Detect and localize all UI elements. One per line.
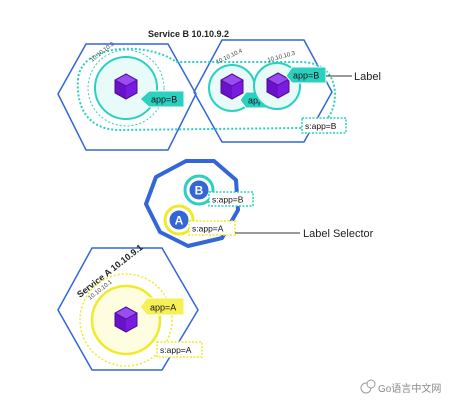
service-a-selector-box	[156, 341, 203, 358]
selector-b: s:app=B	[212, 195, 244, 205]
pod-label-tag-a	[139, 297, 185, 316]
selector-group: B s:app=B A s:app=A Label Selector	[144, 159, 374, 248]
node-hexagon-service-a	[57, 247, 199, 371]
service-a-badge-ring	[163, 204, 195, 236]
label-selector-callout: Label Selector	[303, 228, 374, 240]
node-hexagon-left	[57, 43, 197, 151]
watermark: Go语言中文网	[360, 379, 441, 395]
service-b-selector: s:app=B	[305, 121, 337, 131]
service-a-selector: s:app=A	[160, 345, 192, 355]
service-b-group: Service B 10.10.9.2 10.10.10.2 app=B 10.…	[57, 29, 381, 151]
selector-b-box	[208, 191, 254, 207]
pod-label-3: app=B	[293, 71, 319, 81]
pod-cube-1	[114, 73, 138, 100]
service-a-group: Service A 10.10.9.1 10.10.10.1 app=A s:a…	[57, 242, 203, 371]
service-a-boundary	[79, 273, 173, 367]
service-b-badge-letter: B	[195, 184, 204, 198]
service-a-badge-letter: A	[175, 214, 184, 228]
service-b-badge-ring	[183, 174, 215, 206]
node-hexagon-right	[193, 39, 333, 143]
service-b-title: Service B 10.10.9.2	[148, 29, 229, 39]
pod-cube-a	[114, 306, 138, 333]
pod-label-1: app=B	[151, 95, 177, 105]
pod-label-tag-1	[139, 90, 185, 108]
watermark-text: Go语言中文网	[378, 382, 441, 395]
selector-a: s:app=A	[192, 224, 224, 234]
wechat-icon-bubble	[366, 379, 376, 389]
service-a-badge	[169, 210, 189, 230]
pod-cube-3	[266, 72, 290, 99]
pod-ring-outer-1	[87, 49, 165, 127]
service-b-selector-box	[301, 117, 347, 134]
service-b-badge	[189, 180, 209, 200]
pod-cube-2	[220, 73, 244, 100]
label-callout: Label	[354, 71, 381, 83]
pod-label-tag-3	[285, 66, 327, 84]
node-ip-2: 10.10.10.4	[215, 48, 244, 66]
pod-label-a: app=A	[150, 303, 176, 313]
selector-a-box	[188, 220, 236, 236]
